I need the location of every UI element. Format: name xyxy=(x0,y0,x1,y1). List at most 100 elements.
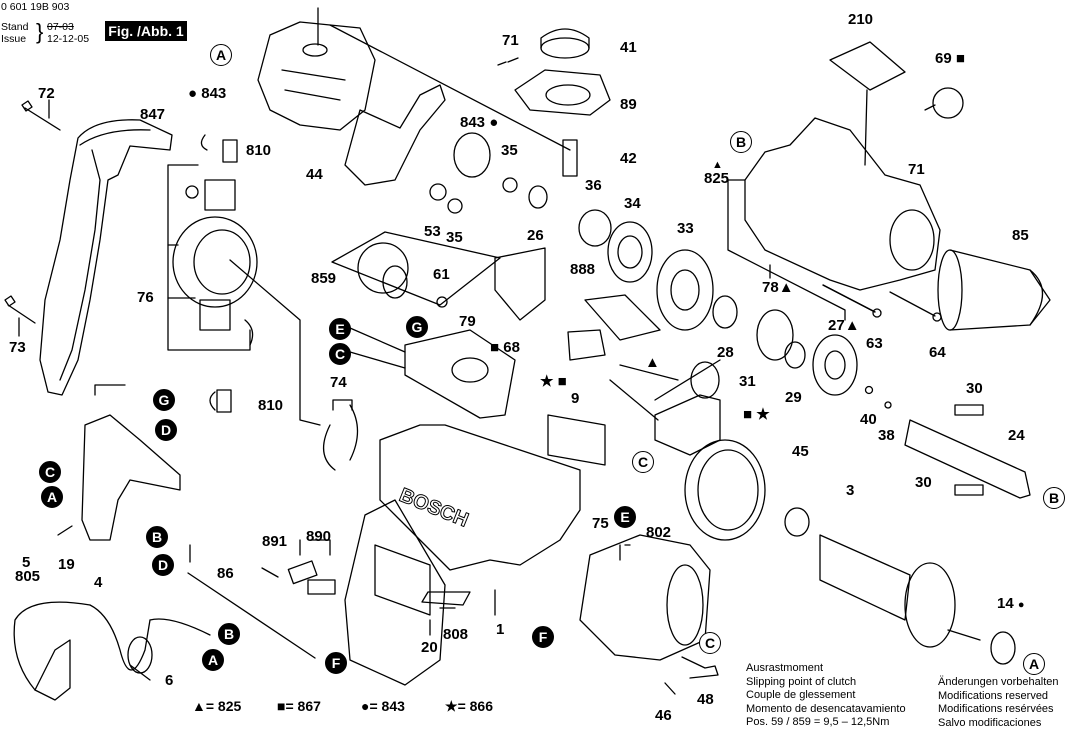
part-label-808[interactable]: 808 xyxy=(443,626,469,643)
connector-c-switch4[interactable]: C xyxy=(39,461,61,483)
part-label-19[interactable]: 19 xyxy=(58,556,75,573)
connector-g-switch4[interactable]: G xyxy=(153,389,175,411)
part-label-35-upper[interactable]: 35 xyxy=(501,142,518,159)
connector-d-switch[interactable]: D xyxy=(155,419,177,441)
part-label-38[interactable]: 38 xyxy=(878,427,895,444)
clutch-note-line: Ausrastmoment xyxy=(746,662,824,674)
part-label-29[interactable]: 29 xyxy=(785,389,802,406)
part-label-30-top[interactable]: 30 xyxy=(966,380,983,397)
connector-f-cable[interactable]: F xyxy=(325,652,347,674)
part-label-68[interactable]: ■ 68 xyxy=(490,340,520,356)
connector-a-switch[interactable]: A xyxy=(41,486,63,508)
part-label-46[interactable]: 46 xyxy=(655,707,672,724)
connector-d-cable[interactable]: D xyxy=(152,554,174,576)
part-label-891[interactable]: 891 xyxy=(262,533,288,550)
part-label-847[interactable]: 847 xyxy=(140,106,166,123)
label-210 xyxy=(829,41,906,91)
part-label-843-top[interactable]: ● 843 xyxy=(188,86,226,102)
connector-f-stator[interactable]: F xyxy=(532,626,554,648)
part-label-42[interactable]: 42 xyxy=(620,150,637,167)
part-label-24[interactable]: 24 xyxy=(1008,427,1025,444)
part-label-4[interactable]: 4 xyxy=(94,574,103,591)
part-label-890[interactable]: 890 xyxy=(306,528,332,545)
connector-b-switch[interactable]: B xyxy=(146,526,168,548)
part-label-33[interactable]: 33 xyxy=(677,220,694,237)
part-label-36[interactable]: 36 xyxy=(585,177,602,194)
clutch-note: Ausrastmoment Slipping point of clutch C… xyxy=(746,662,906,730)
connector-a-top[interactable]: A xyxy=(210,44,232,66)
square-star-marker: ■ ★ xyxy=(743,407,770,423)
part-label-61[interactable]: 61 xyxy=(433,266,450,283)
connector-e-stator[interactable]: E xyxy=(614,506,636,528)
part-label-843-mid[interactable]: 843 ● xyxy=(460,115,498,131)
part-label-805[interactable]: 805 xyxy=(15,568,41,585)
connector-b-front-housing[interactable]: B xyxy=(730,131,752,153)
part-label-810-bottom[interactable]: 810 xyxy=(258,397,284,414)
part-label-9[interactable]: 9 xyxy=(571,390,580,407)
part-label-72[interactable]: 72 xyxy=(38,85,55,102)
part-label-34[interactable]: 34 xyxy=(624,195,641,212)
part-label-71-right[interactable]: 71 xyxy=(908,161,925,178)
part-label-63[interactable]: 63 xyxy=(866,335,883,352)
part-label-89[interactable]: 89 xyxy=(620,96,637,113)
part-label-85[interactable]: 85 xyxy=(1012,227,1029,244)
part-label-27[interactable]: 27▲ xyxy=(828,318,860,334)
star-symbol: ★ xyxy=(540,373,554,390)
part-label-79[interactable]: 79 xyxy=(459,313,476,330)
connector-b-spindle[interactable]: B xyxy=(1043,487,1065,509)
connector-b-cord[interactable]: B xyxy=(218,623,240,645)
part-label-3[interactable]: 3 xyxy=(846,482,855,499)
connector-a-cord[interactable]: A xyxy=(202,649,224,671)
part-label-44[interactable]: 44 xyxy=(306,166,323,183)
connector-c-stator[interactable]: C xyxy=(699,632,721,654)
document-number: 0 601 19B 903 xyxy=(1,1,70,13)
part-label-810-top[interactable]: 810 xyxy=(246,142,272,159)
part-label-76[interactable]: 76 xyxy=(137,289,154,306)
part-label-210[interactable]: 210 xyxy=(848,11,874,28)
connector-c-endplate[interactable]: C xyxy=(632,451,654,473)
part-label-75[interactable]: 75 xyxy=(592,515,609,532)
part-label-30-bottom[interactable]: 30 xyxy=(915,474,932,491)
switch-79 xyxy=(404,329,516,419)
part-number: 843 xyxy=(460,114,486,131)
part-label-41[interactable]: 41 xyxy=(620,39,637,56)
clutch-843 xyxy=(453,132,491,178)
part-label-48[interactable]: 48 xyxy=(697,691,714,708)
part-label-71-left[interactable]: 71 xyxy=(502,32,519,49)
part-label-825[interactable]: 825 xyxy=(704,171,729,187)
part-number: 27 xyxy=(828,317,845,334)
circle-symbol: ● xyxy=(188,85,198,102)
part-label-888[interactable]: 888 xyxy=(570,261,596,278)
connector-g-switch79[interactable]: G xyxy=(406,316,428,338)
part-label-859[interactable]: 859 xyxy=(311,270,337,287)
part-label-35-lower[interactable]: 35 xyxy=(446,229,463,246)
part-label-74[interactable]: 74 xyxy=(330,374,347,391)
part-label-20[interactable]: 20 xyxy=(421,639,438,656)
part-label-31[interactable]: 31 xyxy=(739,373,756,390)
part-label-53[interactable]: 53 xyxy=(424,223,441,240)
legend-text: = 843 xyxy=(369,698,405,714)
part-label-28[interactable]: 28 xyxy=(717,344,734,361)
end-plate-45 xyxy=(684,439,766,541)
part-label-1[interactable]: 1 xyxy=(496,621,505,638)
part-label-5[interactable]: 5 xyxy=(22,554,31,571)
part-label-40[interactable]: 40 xyxy=(860,411,877,428)
part-label-73[interactable]: 73 xyxy=(9,339,26,356)
connector-a-bearing[interactable]: A xyxy=(1023,653,1045,675)
part-label-26[interactable]: 26 xyxy=(527,227,544,244)
part-label-6[interactable]: 6 xyxy=(165,672,174,689)
part-label-45[interactable]: 45 xyxy=(792,443,809,460)
part-label-14[interactable]: 14 ● xyxy=(997,596,1025,613)
part-label-86[interactable]: 86 xyxy=(217,565,234,582)
part-label-64[interactable]: 64 xyxy=(929,344,946,361)
issue-date: 12-12-05 xyxy=(47,33,90,45)
part-label-69[interactable]: 69 ■ xyxy=(935,51,965,67)
connector-e-switch79[interactable]: E xyxy=(329,318,351,340)
svg-text:BOSCH: BOSCH xyxy=(396,484,471,531)
clutch-note-line: Momento de desencatavamiento xyxy=(746,702,906,715)
part-label-802[interactable]: 802 xyxy=(646,524,672,541)
connector-c-switch79[interactable]: C xyxy=(329,343,351,365)
part-number: 825 xyxy=(704,170,730,187)
modifications-note: Änderungen vorbehalten Modifications res… xyxy=(938,676,1058,730)
part-label-78[interactable]: 78▲ xyxy=(762,280,794,296)
